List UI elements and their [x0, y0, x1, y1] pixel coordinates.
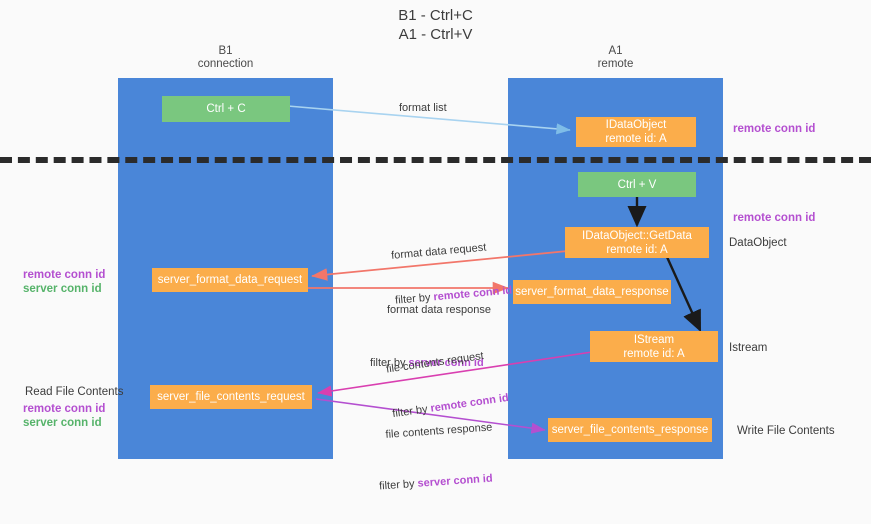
box-idataobject-line2: remote id: A — [605, 133, 667, 145]
box-ctrl-c-label: Ctrl + C — [206, 103, 246, 115]
box-server-format-data-request-label: server_format_data_request — [157, 274, 303, 286]
box-ctrl-v[interactable]: Ctrl + V — [578, 172, 696, 197]
box-server-format-data-response-label: server_format_data_response — [515, 286, 669, 298]
label-left-server-conn-id-2: server conn id — [23, 417, 102, 429]
box-idataobject-getdata[interactable]: IDataObject::GetData remote id: A — [565, 227, 709, 258]
page-title: B1 - Ctrl+C A1 - Ctrl+V — [398, 7, 473, 43]
box-idataobject-line1: IDataObject — [605, 119, 667, 131]
box-server-file-contents-response-label: server_file_contents_response — [551, 424, 709, 436]
edge-label-format-data-response-line1: format data response — [387, 304, 491, 316]
edge-label-file-contents-response: file contents response filter by server … — [379, 391, 499, 524]
box-ctrl-v-label: Ctrl + V — [617, 178, 657, 191]
edge-label-file-contents-request-line1: file contents request — [385, 349, 485, 376]
edge-label-format-list: format list — [399, 102, 447, 114]
label-write-file-contents: Write File Contents — [737, 425, 835, 437]
box-getdata-line2: remote id: A — [606, 243, 668, 256]
box-server-file-contents-request[interactable]: server_file_contents_request — [150, 385, 312, 409]
box-ctrl-c[interactable]: Ctrl + C — [162, 96, 290, 122]
box-server-file-contents-response[interactable]: server_file_contents_response — [548, 418, 712, 442]
column-heading-a1: A1 remote — [597, 45, 634, 70]
label-left-remote-conn-id-2: remote conn id — [23, 403, 106, 415]
label-remote-conn-id-mid: remote conn id — [733, 212, 816, 224]
box-idataobject[interactable]: IDataObject remote id: A — [576, 117, 696, 147]
box-istream[interactable]: IStream remote id: A — [590, 331, 718, 362]
box-istream-line2: remote id: A — [623, 347, 685, 360]
section-divider — [0, 157, 871, 163]
box-server-file-contents-request-label: server_file_contents_request — [157, 391, 305, 403]
box-server-format-data-request[interactable]: server_format_data_request — [152, 268, 308, 292]
filter-prefix: filter by — [378, 477, 419, 493]
label-dataobject: DataObject — [729, 237, 787, 249]
box-server-format-data-response[interactable]: server_format_data_response — [513, 280, 671, 304]
edge-label-file-contents-response-line2: filter by server conn id — [379, 471, 497, 494]
diagram-canvas: B1 - Ctrl+C A1 - Ctrl+V B1 connection A1… — [0, 7, 871, 492]
column-heading-b1: B1 connection — [197, 45, 254, 70]
label-left-server-conn-id: server conn id — [23, 283, 102, 295]
box-istream-line1: IStream — [633, 333, 675, 346]
label-remote-conn-id-top: remote conn id — [733, 123, 816, 135]
label-left-remote-conn-id: remote conn id — [23, 269, 106, 281]
label-read-file-contents: Read File Contents — [25, 386, 124, 398]
edge-label-format-data-request-line1: format data request — [390, 241, 487, 262]
label-istream: Istream — [729, 342, 768, 354]
edge-label-file-contents-response-line1: file contents response — [385, 421, 493, 441]
box-getdata-line1: IDataObject::GetData — [582, 229, 692, 242]
filter-key-server-conn-id: server conn id — [417, 472, 494, 490]
